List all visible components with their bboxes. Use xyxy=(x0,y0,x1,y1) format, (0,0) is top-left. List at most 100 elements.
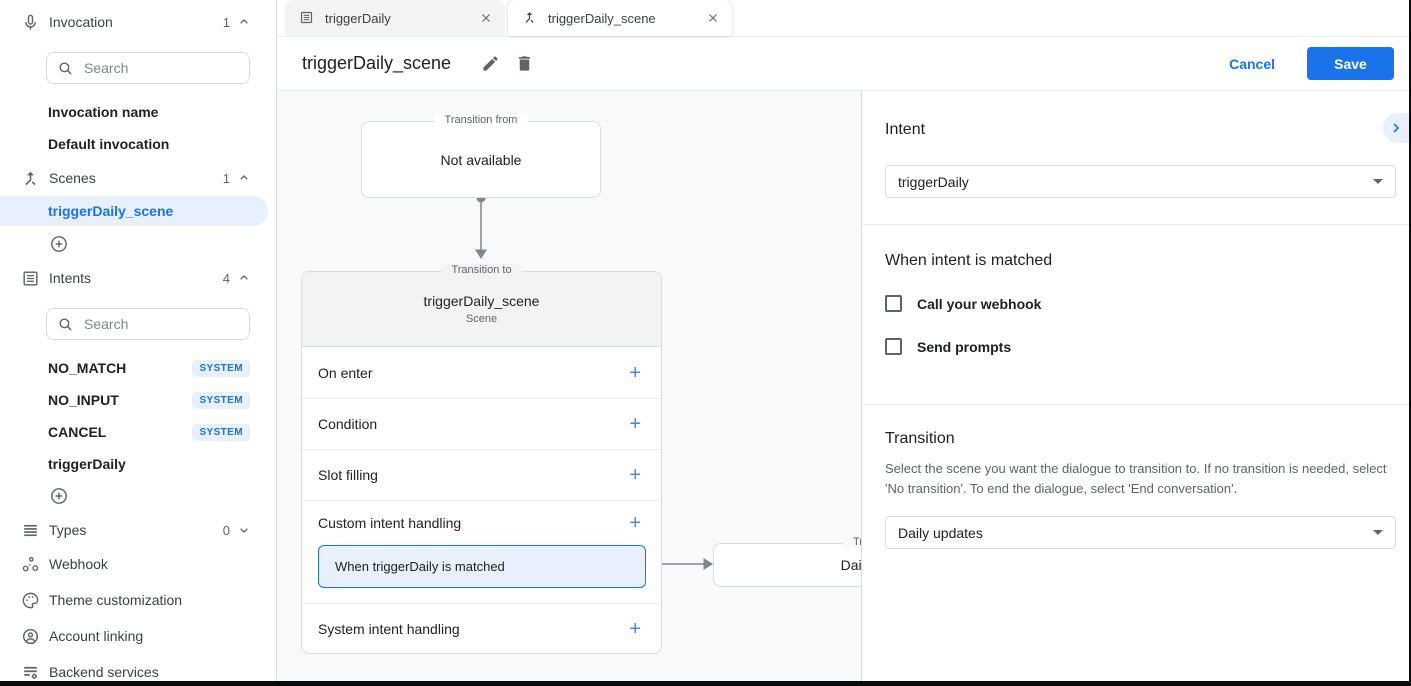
scene-node-header[interactable]: Transition to triggerDaily_scene Scene xyxy=(302,264,661,347)
chevron-up-icon[interactable] xyxy=(236,270,252,286)
sidebar-item-invocation-name[interactable]: Invocation name xyxy=(0,96,276,128)
tab-label: triggerDaily_scene xyxy=(548,10,656,26)
add-system-intent-button[interactable]: + xyxy=(629,617,641,640)
sidebar-item-triggerdaily[interactable]: triggerDaily xyxy=(0,448,276,480)
page-title: triggerDaily_scene xyxy=(302,53,452,73)
checkbox-icon[interactable] xyxy=(885,338,902,355)
sidebar-item-triggerdaily-scene[interactable]: triggerDaily_scene xyxy=(0,196,268,226)
sidebar-item-default-invocation[interactable]: Default invocation xyxy=(0,128,276,160)
intent-detail-panel: Intent triggerDaily When intent is match… xyxy=(861,91,1409,681)
transition-heading: Transition xyxy=(885,430,955,447)
sidebar-section-intents[interactable]: Intents 4 xyxy=(0,262,276,294)
item-label: triggerDaily xyxy=(48,456,126,472)
tab-bar: triggerDaily triggerDaily_scene xyxy=(277,0,1409,37)
sidebar-section-scenes[interactable]: Scenes 1 xyxy=(0,162,276,194)
section-count: 1 xyxy=(222,170,230,186)
add-intent-button[interactable] xyxy=(0,480,276,512)
system-badge: SYSTEM xyxy=(192,359,250,377)
send-prompts-checkbox-row[interactable]: Send prompts xyxy=(885,338,1396,355)
intents-icon xyxy=(299,10,315,26)
chevron-up-icon[interactable] xyxy=(236,14,252,30)
sidebar-section-invocation[interactable]: Invocation 1 xyxy=(0,6,276,38)
intents-search-input[interactable]: Search xyxy=(46,308,250,340)
item-label: NO_INPUT xyxy=(48,392,119,408)
delete-scene-button[interactable] xyxy=(507,47,541,81)
delete-icon xyxy=(518,56,530,71)
scene-graph-canvas[interactable]: Transition from Not available Transition… xyxy=(277,91,861,681)
sidebar-item-no-match[interactable]: NO_MATCH SYSTEM xyxy=(0,352,276,384)
transition-from-value: Not available xyxy=(440,151,522,168)
edit-scene-button[interactable] xyxy=(473,47,507,81)
row-label: System intent handling xyxy=(318,620,460,637)
intent-heading: Intent xyxy=(885,121,926,138)
transition-select-value: Daily updates xyxy=(898,524,983,541)
transition-select[interactable]: Daily updates xyxy=(885,516,1396,549)
edit-icon xyxy=(482,56,498,71)
tab-triggerdaily-scene[interactable]: triggerDaily_scene xyxy=(508,0,732,36)
dropdown-caret-icon xyxy=(1373,179,1383,184)
item-label: Backend services xyxy=(49,664,159,680)
add-slot-filling-button[interactable]: + xyxy=(629,464,641,486)
custom-intent-handling-row[interactable]: Custom intent handling + xyxy=(302,501,661,545)
scene-header: triggerDaily_scene Cancel Save xyxy=(277,37,1409,91)
scene-row-on-enter[interactable]: On enter + xyxy=(302,347,661,399)
sidebar-section-types[interactable]: Types 0 xyxy=(0,514,276,546)
scenes-icon xyxy=(20,168,40,188)
intents-icon xyxy=(20,268,40,288)
target-node-title: Daily updates xyxy=(840,557,861,573)
add-condition-button[interactable]: + xyxy=(629,413,641,435)
section-label: Intents xyxy=(49,270,92,286)
close-icon[interactable] xyxy=(479,11,493,25)
scene-row-slot-filling[interactable]: Slot filling + xyxy=(302,450,661,501)
sidebar-item-backend-services[interactable]: Backend services xyxy=(0,654,276,681)
sidebar-item-account-linking[interactable]: Account linking xyxy=(0,618,276,654)
search-icon xyxy=(59,317,72,331)
row-label: Slot filling xyxy=(318,467,378,483)
item-label: CANCEL xyxy=(48,424,107,440)
save-button[interactable]: Save xyxy=(1307,47,1394,80)
cancel-button[interactable]: Cancel xyxy=(1229,55,1275,72)
transition-target-node[interactable]: Transition to Daily updates xyxy=(713,536,861,587)
add-scene-button[interactable] xyxy=(0,228,276,260)
checkbox-label: Send prompts xyxy=(917,338,1012,355)
add-circle-icon xyxy=(51,236,67,252)
item-label: triggerDaily_scene xyxy=(48,203,174,219)
call-webhook-checkbox-row[interactable]: Call your webhook xyxy=(885,295,1396,312)
node-legend: Transition to xyxy=(441,264,522,276)
matched-intent-chip[interactable]: When triggerDaily is matched xyxy=(318,545,646,588)
item-label: Invocation name xyxy=(48,104,159,120)
item-label: Account linking xyxy=(49,628,144,644)
scene-row-system-intent-handling[interactable]: System intent handling + xyxy=(302,604,661,653)
collapse-panel-button[interactable] xyxy=(1383,113,1409,143)
chevron-up-icon[interactable] xyxy=(236,170,252,186)
transition-from-node[interactable]: Transition from Not available xyxy=(361,114,601,198)
node-legend: Transition from xyxy=(434,114,528,126)
section-count: 0 xyxy=(222,522,230,538)
scenes-icon xyxy=(522,10,538,26)
row-label: Custom intent handling xyxy=(318,515,462,531)
sidebar-item-webhook[interactable]: Webhook xyxy=(0,546,276,582)
scene-row-condition[interactable]: Condition + xyxy=(302,399,661,450)
system-badge: SYSTEM xyxy=(192,423,250,441)
chevron-right-icon xyxy=(1393,123,1400,133)
sidebar-item-cancel[interactable]: CANCEL SYSTEM xyxy=(0,416,276,448)
tab-triggerdaily[interactable]: triggerDaily xyxy=(285,0,505,36)
section-count: 4 xyxy=(222,270,230,286)
intent-select[interactable]: triggerDaily xyxy=(885,165,1396,198)
types-icon xyxy=(20,520,40,540)
section-count: 1 xyxy=(222,14,230,30)
section-label: Scenes xyxy=(49,170,96,186)
item-label: Default invocation xyxy=(48,136,170,152)
dropdown-caret-icon xyxy=(1373,530,1383,535)
add-custom-intent-button[interactable]: + xyxy=(629,512,641,534)
sidebar-item-no-input[interactable]: NO_INPUT SYSTEM xyxy=(0,384,276,416)
add-on-enter-button[interactable]: + xyxy=(629,361,641,384)
scene-node[interactable]: Transition to triggerDaily_scene Scene O… xyxy=(301,264,662,654)
invocation-search-input[interactable]: Search xyxy=(46,52,250,84)
sidebar-item-theme-customization[interactable]: Theme customization xyxy=(0,582,276,618)
chevron-down-icon[interactable] xyxy=(236,522,252,538)
scene-node-subtitle: Scene xyxy=(465,313,498,325)
close-icon[interactable] xyxy=(706,11,720,25)
checkbox-icon[interactable] xyxy=(885,295,902,312)
